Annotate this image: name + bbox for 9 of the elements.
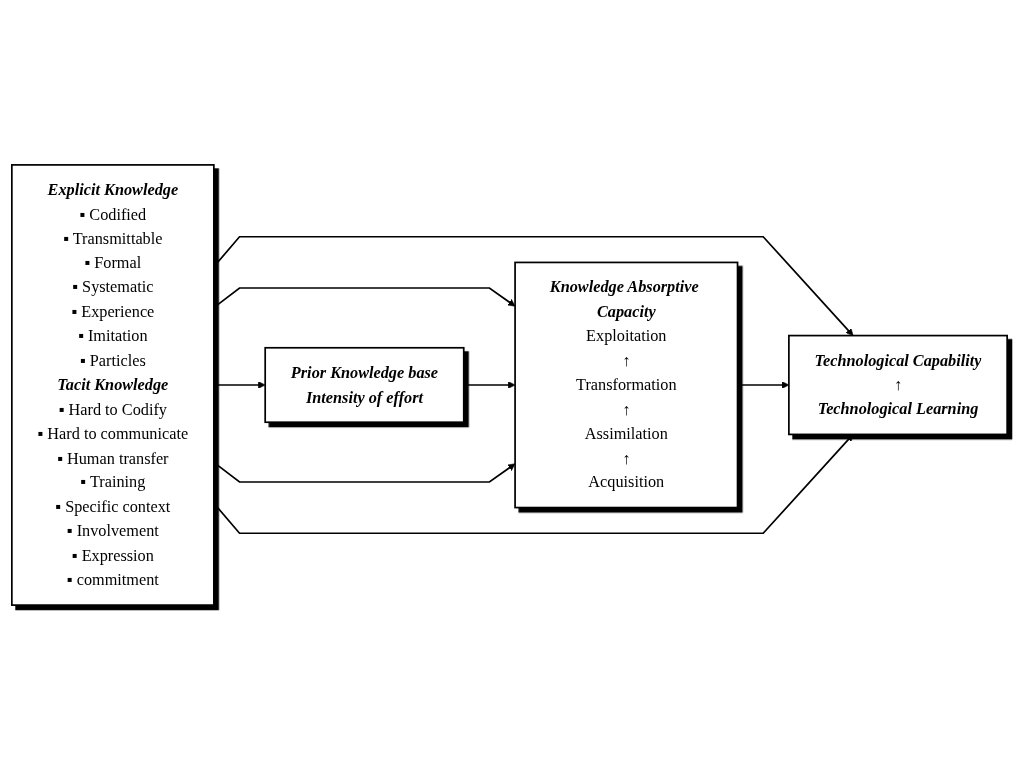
node-box: Prior Knowledge base Intensity of effort	[264, 346, 465, 424]
arrow	[213, 235, 854, 336]
arrow	[213, 434, 854, 535]
arrow	[213, 461, 516, 483]
node-box: Knowledge Absorptive Capacity Exploitation ↑ Transformation ↑ Assimilation ↑ Acquisition	[514, 261, 739, 509]
node-box: Technological Capability ↑ Technological Learning	[788, 334, 1008, 436]
arrow	[213, 381, 266, 389]
arrow	[213, 287, 516, 309]
node-box: Explicit Knowledge ▪ Codified ▪ Transmittable ▪ Formal ▪ Systematic ▪ Experience ▪ Imitation ▪ Particles Tacit Knowledge ▪ Hard to Codify ▪ Hard to communicate ▪ Human transfer ▪ Training ▪ Specific context ▪ Involvement ▪ Expression ▪ commitment	[11, 164, 215, 606]
